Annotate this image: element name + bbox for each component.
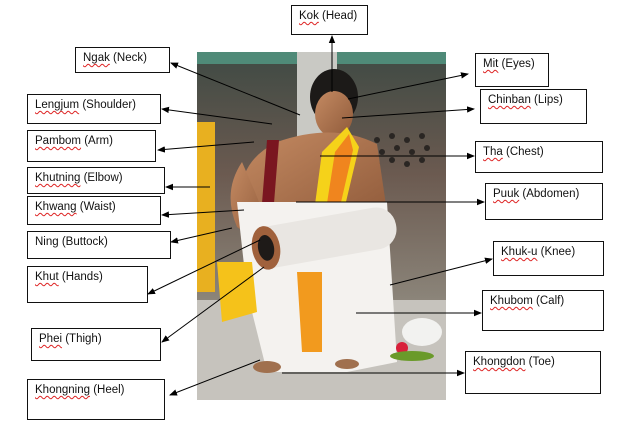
- label-heel: Khongning (Heel): [27, 379, 165, 420]
- label-term: Khutning: [35, 172, 81, 184]
- label-eyes: Mit (Eyes): [475, 53, 549, 87]
- label-elbow: Khutning (Elbow): [27, 167, 165, 194]
- label-term: Mit: [483, 58, 499, 70]
- label-term: Khuk-u: [501, 246, 538, 258]
- label-gloss: (Eyes): [498, 58, 535, 70]
- label-gloss: (Arm): [81, 135, 113, 147]
- label-gloss: (Thigh): [62, 333, 102, 345]
- label-term: Puuk: [493, 188, 520, 200]
- drummer-photo: [197, 52, 446, 400]
- label-gloss: (Shoulder): [79, 99, 137, 111]
- label-gloss: (Knee): [537, 246, 576, 258]
- label-waist: Khwang (Waist): [27, 196, 161, 225]
- label-gloss: (Elbow): [80, 172, 123, 184]
- label-gloss: (Heel): [90, 384, 125, 396]
- label-head: Kok (Head): [291, 5, 368, 35]
- label-gloss: (Waist): [76, 201, 116, 213]
- label-term: Ning: [35, 236, 59, 248]
- label-shoulder: Lengjum (Shoulder): [27, 94, 161, 124]
- label-term: Kok: [299, 10, 319, 22]
- label-knee: Khuk-u (Knee): [493, 241, 604, 276]
- label-thigh: Phei (Thigh): [31, 328, 161, 361]
- label-neck: Ngak (Neck): [75, 47, 170, 73]
- label-toe: Khongdon (Toe): [465, 351, 601, 394]
- label-abdomen: Puuk (Abdomen): [485, 183, 603, 220]
- label-gloss: (Abdomen): [519, 188, 580, 200]
- label-term: Lengjum: [35, 99, 80, 111]
- label-term: Khongdon: [473, 356, 526, 368]
- label-gloss: (Buttock): [58, 236, 108, 248]
- label-gloss: (Hands): [58, 271, 103, 283]
- label-calf: Khubom (Calf): [482, 290, 604, 331]
- label-term: Tha: [483, 146, 503, 158]
- label-term: Khut: [35, 271, 59, 283]
- label-term: Ngak: [83, 52, 110, 64]
- label-gloss: (Chest): [502, 146, 544, 158]
- label-term: Khwang: [35, 201, 77, 213]
- label-term: Khongning: [35, 384, 90, 396]
- label-chest: Tha (Chest): [475, 141, 603, 173]
- label-gloss: (Lips): [530, 94, 563, 106]
- label-term: Khubom: [490, 295, 533, 307]
- label-gloss: (Neck): [109, 52, 147, 64]
- label-gloss: (Toe): [525, 356, 555, 368]
- label-gloss: (Calf): [532, 295, 565, 307]
- label-lips: Chinban (Lips): [480, 89, 587, 124]
- label-term: Phei: [39, 333, 63, 345]
- label-buttock: Ning (Buttock): [27, 231, 171, 259]
- label-gloss: (Head): [318, 10, 358, 22]
- label-term: Pambom: [35, 135, 82, 147]
- label-hands: Khut (Hands): [27, 266, 148, 303]
- label-arm: Pambom (Arm): [27, 130, 156, 162]
- label-term: Chinban: [488, 94, 531, 106]
